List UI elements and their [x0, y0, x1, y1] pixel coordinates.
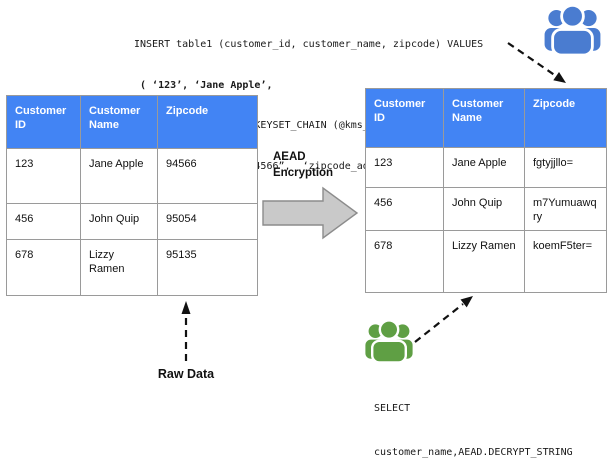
cell-zipcode: 94566 [157, 148, 258, 204]
raw-data-table: Customer ID Customer Name Zipcode 123 Ja… [6, 95, 258, 296]
cell-encrypted-zipcode: fgtyjjllo= [524, 147, 607, 188]
insert-to-table-dashed-arrow-icon [507, 42, 566, 83]
cell-customer-name: Lizzy Ramen [443, 230, 525, 293]
raw-data-label: Raw Data [157, 367, 215, 381]
table-row: 456 John Quip m7Yumuawqry [365, 187, 607, 231]
cell-encrypted-zipcode: koemF5ter= [524, 230, 607, 293]
cell-customer-name: John Quip [443, 187, 525, 231]
select-query-code: SELECT customer_name,AEAD.DECRYPT_STRING… [374, 373, 573, 469]
block-arrow-right-icon [262, 186, 359, 240]
cell-customer-name: Jane Apple [443, 147, 525, 188]
code-line: INSERT table1 (customer_id, customer_nam… [134, 39, 484, 50]
column-header: Customer ID [6, 95, 81, 149]
users-group-icon-green [365, 319, 413, 364]
cell-customer-id: 678 [365, 230, 444, 293]
column-header: Customer ID [365, 88, 444, 148]
code-line: SELECT [374, 403, 411, 415]
cell-customer-name: John Quip [80, 203, 158, 240]
cell-customer-id: 456 [6, 203, 81, 240]
table-row: 678 Lizzy Ramen koemF5ter= [365, 230, 607, 293]
column-header: Customer Name [80, 95, 158, 149]
cell-customer-id: 678 [6, 239, 81, 296]
column-header: Zipcode [524, 88, 607, 148]
table-row: 123 Jane Apple fgtyjjllo= [365, 147, 607, 188]
select-to-table-dashed-arrow-icon [414, 296, 473, 343]
aead-encryption-label: AEAD Encryption [273, 151, 334, 179]
code-line: ( ‘123’, ‘Jane Apple’, [134, 79, 273, 91]
table-row: 123 Jane Apple 94566 [6, 148, 258, 204]
table-row: 456 John Quip 95054 [6, 203, 258, 240]
column-header: Customer Name [443, 88, 525, 148]
code-line: customer_name,AEAD.DECRYPT_STRING [374, 446, 573, 458]
column-header: Zipcode [157, 95, 258, 149]
table-header-row: Customer ID Customer Name Zipcode [365, 88, 607, 148]
raw-data-dashed-arrow-icon [181, 301, 191, 361]
cell-customer-name: Jane Apple [80, 148, 158, 204]
encrypted-data-table: Customer ID Customer Name Zipcode 123 Ja… [365, 88, 607, 293]
cell-customer-id: 456 [365, 187, 444, 231]
table-row: 678 Lizzy Ramen 95135 [6, 239, 258, 296]
cell-customer-id: 123 [6, 148, 81, 204]
table-header-row: Customer ID Customer Name Zipcode [6, 95, 258, 149]
cell-zipcode: 95135 [157, 239, 258, 296]
users-group-icon-blue [544, 3, 601, 55]
cell-zipcode: 95054 [157, 203, 258, 240]
cell-customer-name: Lizzy Ramen [80, 239, 158, 296]
cell-encrypted-zipcode: m7Yumuawqry [524, 187, 607, 231]
cell-customer-id: 123 [365, 147, 444, 188]
